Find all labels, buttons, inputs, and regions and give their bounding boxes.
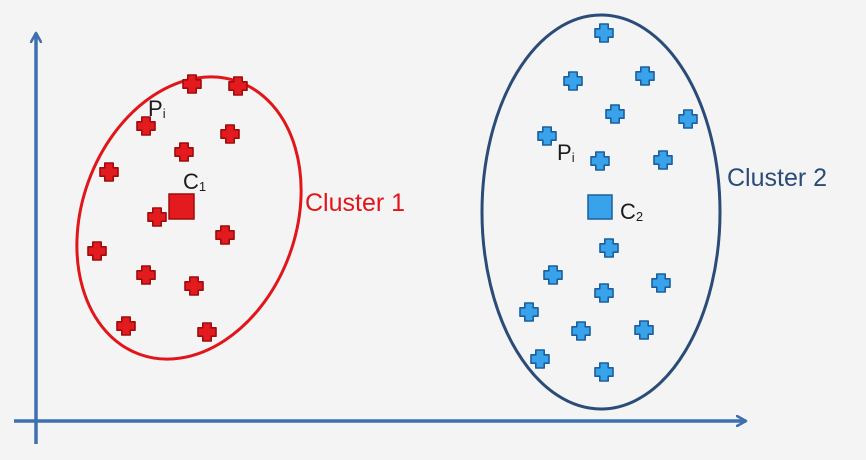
cluster-2-boundary xyxy=(480,13,722,411)
cluster-2-point xyxy=(563,71,583,91)
cluster-2-point xyxy=(651,273,671,293)
cluster-1-point xyxy=(197,322,217,342)
cluster-2-point xyxy=(543,265,563,285)
cluster-2-centroid xyxy=(587,194,613,220)
cluster-2-point xyxy=(594,23,614,43)
cluster-2-point xyxy=(594,362,614,382)
cluster-2-point xyxy=(590,151,610,171)
cluster-2-point xyxy=(605,104,625,124)
cluster-2: Pi C2 Cluster 2 xyxy=(480,13,827,411)
cluster-1-point xyxy=(215,225,235,245)
cluster-2-label: Cluster 2 xyxy=(727,164,827,192)
cluster-1-point xyxy=(174,142,194,162)
cluster-1-point xyxy=(99,162,119,182)
cluster-1-point xyxy=(184,276,204,296)
cluster-1-points xyxy=(87,74,248,342)
cluster-1-point xyxy=(87,241,107,261)
cluster-2-point xyxy=(634,320,654,340)
cluster-1-point xyxy=(228,76,248,96)
cluster-2-point xyxy=(653,150,673,170)
cluster-2-point xyxy=(530,349,550,369)
cluster-2-point xyxy=(537,126,557,146)
cluster-2-point xyxy=(678,109,698,129)
cluster-1-centroid-label: C1 xyxy=(183,169,206,194)
cluster-2-centroid-label: C2 xyxy=(620,199,643,224)
cluster-1-centroid xyxy=(168,193,195,220)
cluster-1-point xyxy=(182,74,202,94)
cluster-1-point xyxy=(220,124,240,144)
axes xyxy=(14,33,746,444)
cluster-1-label: Cluster 1 xyxy=(305,189,405,217)
cluster-2-point-label: Pi xyxy=(557,140,575,165)
cluster-1-point xyxy=(136,116,156,136)
cluster-2-point xyxy=(635,66,655,86)
cluster-2-points xyxy=(519,23,698,382)
cluster-2-point xyxy=(594,283,614,303)
cluster-1-point xyxy=(136,265,156,285)
cluster-1-point xyxy=(116,316,136,336)
cluster-2-point xyxy=(519,302,539,322)
cluster-1-point xyxy=(147,207,167,227)
cluster-2-point xyxy=(571,321,591,341)
cluster-1-point-label: Pi xyxy=(148,96,166,121)
cluster-1: Pi C1 Cluster 1 xyxy=(75,74,405,361)
cluster-2-point xyxy=(599,238,619,258)
